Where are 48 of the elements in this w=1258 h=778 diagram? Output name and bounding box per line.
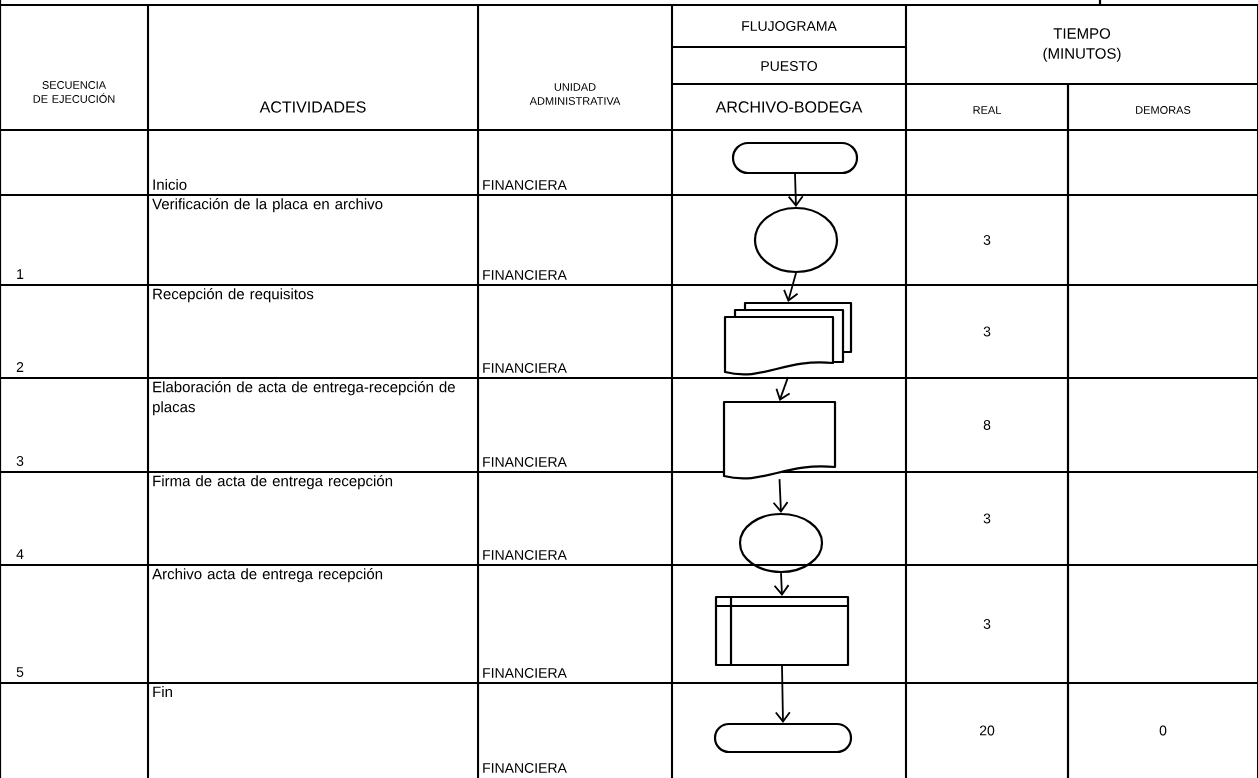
arrow <box>774 665 791 723</box>
activity-text: Verificación de la placa en archivo <box>152 198 383 213</box>
terminal-shape <box>731 141 859 175</box>
storage-box <box>714 595 850 667</box>
column-header: REAL <box>973 106 1001 114</box>
arrow <box>773 572 790 596</box>
activity-text: Elaboración de acta de entrega-recepción de placas <box>153 381 455 416</box>
unit-text: FINANCIERA <box>483 762 567 773</box>
time-value: 8 <box>983 420 991 430</box>
time-value: 3 <box>983 235 991 245</box>
arrow <box>772 478 789 513</box>
activity-text: Archivo acta de entrega recepción <box>152 568 383 583</box>
column-header: ACTIVIDADES <box>259 101 366 113</box>
time-value: 20 <box>979 725 995 736</box>
step-number: 1 <box>17 269 24 279</box>
unit-text: FINANCIERA <box>483 667 567 678</box>
step-number: 4 <box>16 549 24 559</box>
column-header: UNIDAD ADMINISTRATIVA <box>529 83 621 105</box>
connector-ellipse <box>753 206 839 274</box>
time-value: 3 <box>983 619 991 629</box>
column-header: FLUJOGRAMA <box>742 21 837 31</box>
time-value: 0 <box>1159 725 1167 736</box>
activity-text: Firma de acta de entrega recepción <box>153 475 393 490</box>
arrow <box>775 376 791 401</box>
time-value: 3 <box>983 326 991 337</box>
column-header: PUESTO <box>761 61 817 71</box>
terminal-shape <box>713 722 853 754</box>
activity-text: Fin <box>153 686 172 697</box>
arrow <box>783 272 799 302</box>
activity-text: Inicio <box>153 178 187 190</box>
activity-text: Recepción de requisitos <box>153 288 314 303</box>
time-value: 3 <box>983 513 991 524</box>
unit-text: FINANCIERA <box>483 362 567 373</box>
column-header: SECUENCIA DE EJECUCIÓN <box>33 81 115 103</box>
column-header: TIEMPO (MINUTOS) <box>1043 28 1121 62</box>
step-number: 2 <box>16 362 24 372</box>
unit-text: FINANCIERA <box>483 549 567 560</box>
step-number: 5 <box>16 667 24 677</box>
column-header: DEMORAS <box>1136 106 1191 114</box>
multi-document-shape <box>723 301 853 376</box>
step-number: 3 <box>16 455 24 466</box>
document-shape <box>722 400 837 480</box>
connector-ellipse <box>738 512 824 574</box>
unit-text: FINANCIERA <box>483 269 567 280</box>
unit-text: FINANCIERA <box>483 456 567 467</box>
unit-text: FINANCIERA <box>483 179 567 190</box>
column-header: ARCHIVO-BODEGA <box>715 101 863 113</box>
arrow <box>787 173 804 207</box>
